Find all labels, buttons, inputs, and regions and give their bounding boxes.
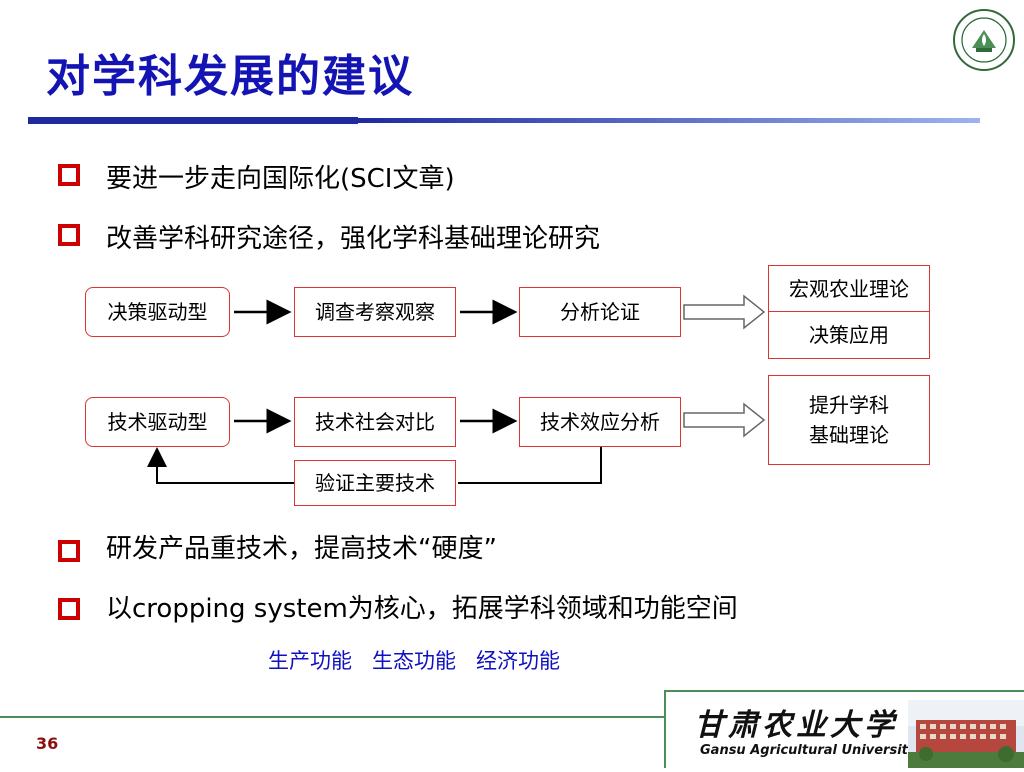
box-verify-tech: 验证主要技术 [294,460,456,506]
bullet-text-1: 要进一步走向国际化(SCI文章) [106,164,455,194]
box-tech-social-compare: 技术社会对比 [294,397,456,447]
box-macro-theory: 宏观农业理论 [768,265,930,312]
box-improve-theory-line2: 基础理论 [809,423,889,447]
box-analysis: 分析论证 [519,287,681,337]
university-name-cn: 甘肃农业大学 [694,708,898,743]
functions-line: 生产功能 生态功能 经济功能 [268,649,561,673]
title-rule-dark [28,117,358,124]
bullet-square-icon [58,598,80,620]
box-decision-application: 决策应用 [768,311,930,359]
bullet-text-3: 研发产品重技术，提高技术“硬度” [106,534,497,564]
block-arrow-row1 [683,294,766,330]
title-rule-gradient [358,118,980,123]
box-survey-observe: 调查考察观察 [294,287,456,337]
box-tech-driven: 技术驱动型 [85,397,230,447]
bullet-text-4: 以cropping system为核心，拓展学科领域和功能空间 [106,594,738,624]
feedback-line-left [147,447,294,484]
block-arrow-row2 [683,402,766,438]
page-number: 36 [36,734,59,753]
bullet-square-icon [58,224,80,246]
box-improve-theory: 提升学科 基础理论 [768,375,930,465]
page-title: 对学科发展的建议 [46,51,414,102]
feedback-line-right [458,444,602,484]
box-improve-theory-line1: 提升学科 [809,393,889,417]
box-tech-effect-analysis: 技术效应分析 [519,397,681,447]
box-decision-driven: 决策驱动型 [85,287,230,337]
university-seal-icon [952,8,1016,72]
university-name-en: Gansu Agricultural University [700,743,917,758]
campus-photo [908,700,1024,768]
bullet-square-icon [58,540,80,562]
bullet-text-2: 改善学科研究途径，强化学科基础理论研究 [106,224,601,254]
footer-rule [0,716,690,718]
bullet-square-icon [58,164,80,186]
